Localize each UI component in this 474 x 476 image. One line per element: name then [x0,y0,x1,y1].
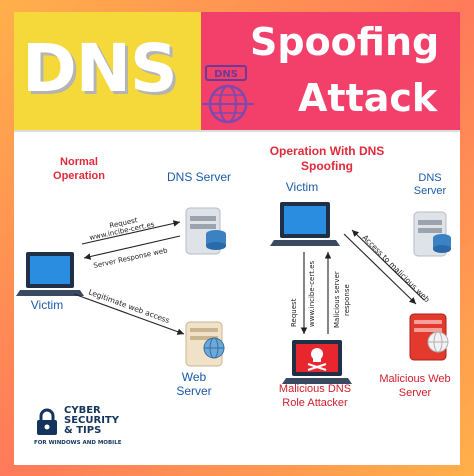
legit-access-text: Legitimate web access [87,287,171,325]
malicious-web-server-label: Malicious Web Server [370,372,460,400]
malicious-web-line2: Server [398,387,432,399]
spoofing-operation-heading: Operation With DNS Spoofing [262,144,392,174]
spoof-dns-line1: DNS [418,172,442,184]
title-dns: DNS [22,30,178,107]
normal-heading-line2: Operation [53,170,105,182]
logo-subtitle: FOR WINDOWS AND MOBILE [34,440,122,446]
normal-dns-server-label: DNS Server [166,170,231,184]
title-attack: Attack [298,76,438,120]
banner-divider [14,130,460,132]
web-server-label: Web Server [169,370,219,398]
spoof-victim-laptop-icon [270,202,340,246]
title-spoofing: Spoofing [250,20,440,64]
dns-globe-icon: DNS [202,65,254,124]
spoof-victim-label: Victim [285,180,319,194]
legit-access-arrow [73,293,185,335]
web-server-line2: Server [176,384,212,398]
malicious-response-text-2: response [343,284,351,316]
normal-victim-laptop-icon [16,252,84,296]
attacker-line2: Role Attacker [282,397,348,409]
web-server-line1: Web [181,370,207,384]
access-malicious-arrow [343,233,417,305]
dns-badge-text: DNS [214,69,238,80]
logo-text: CYBER SECURITY & TIPS [64,406,119,436]
normal-victim-label: Victim [30,298,64,312]
spoof-request-text-1: Request [290,298,298,327]
spoof-dns-server-icon [413,211,451,257]
spoof-request-text-2: www.incibe-cert.es [308,260,316,327]
malicious-return-arrow [351,229,425,301]
logo-line3: & TIPS [64,425,102,436]
malicious-response-text-1: Malicious server [333,271,341,328]
diagram-canvas: Request www.incibe-cert.es Server Respon… [16,202,451,384]
attacker-label: Malicious DNS Role Attacker [260,382,370,410]
logo-line2: SECURITY [64,415,119,426]
malicious-web-server-icon [409,313,449,361]
spoof-dns-server-label: DNS Server [404,172,456,198]
spoof-heading-line1: Operation With DNS [269,144,385,158]
normal-request-arrow [81,220,181,245]
infographic-card: DNS Spoofing Attack DNS Normal Operation… [14,12,460,465]
normal-response-arrow [83,235,181,260]
title-banner: DNS Spoofing Attack DNS [14,12,460,130]
malicious-web-line1: Malicious Web [379,373,451,385]
normal-operation-heading: Normal Operation [44,155,114,183]
normal-response-text: Server Response web [93,246,169,270]
normal-web-server-icon [185,321,225,367]
normal-dns-server-icon [185,207,226,255]
attacker-line1: Malicious DNS [278,383,352,395]
lock-icon [37,408,57,435]
banner-left [14,12,201,130]
spoof-heading-line2: Spoofing [301,159,353,173]
logo-line1: CYBER [64,405,101,416]
attacker-laptop-icon [282,340,352,384]
spoof-dns-line2: Server [413,185,447,197]
normal-heading-line1: Normal [60,156,98,168]
